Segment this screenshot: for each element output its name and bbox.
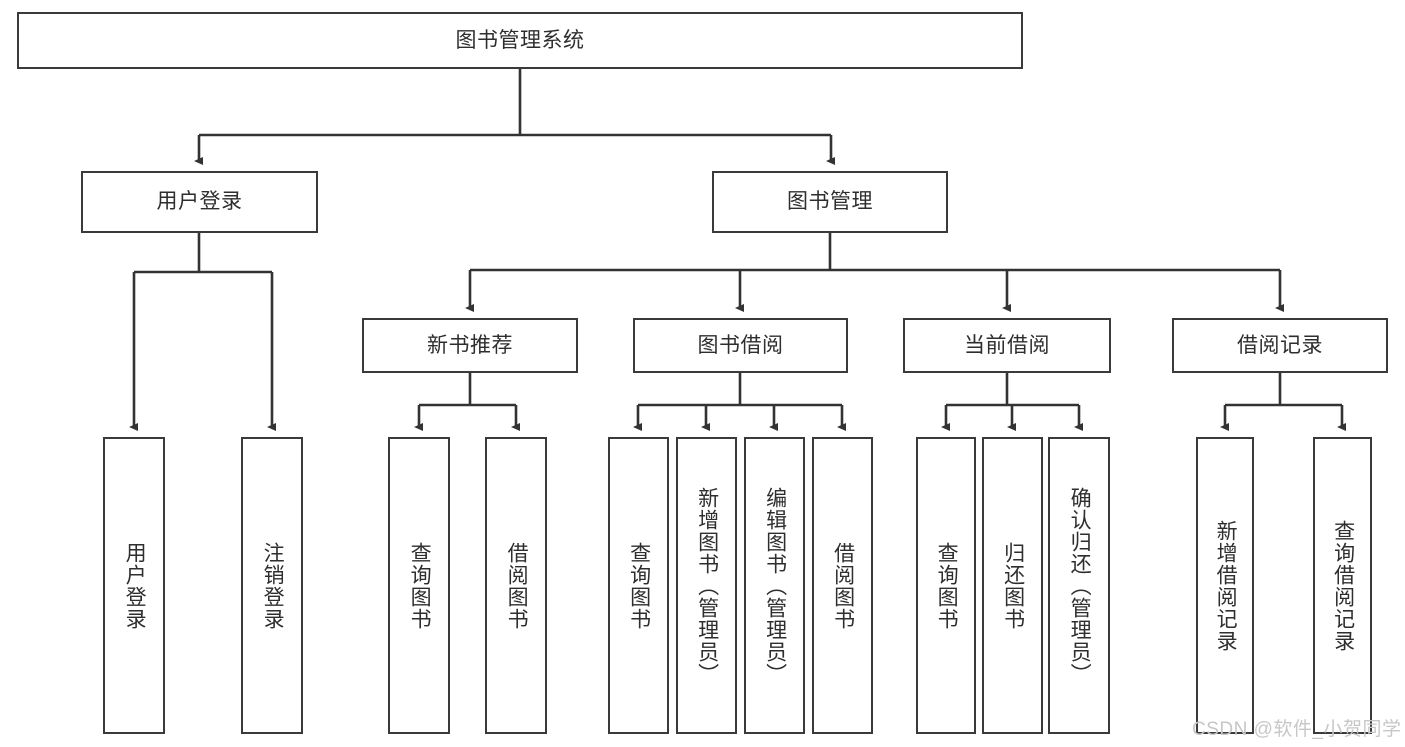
node-leaf-add-book-admin[interactable]: 新增图书（管理员） [676,437,737,734]
node-root-label: 图书管理系统 [455,28,585,52]
node-book-borrow-label: 图书借阅 [697,333,784,357]
node-book-borrow[interactable]: 图书借阅 [633,318,848,373]
node-borrow-record[interactable]: 借阅记录 [1172,318,1388,373]
node-current-borrow[interactable]: 当前借阅 [903,318,1111,373]
node-leaf-borrow-book-label: 借阅图书 [831,541,855,630]
node-user-login-label: 用户登录 [156,190,243,214]
node-leaf-confirm-return-admin-label: 确认归还（管理员） [1068,486,1092,685]
node-current-borrow-label: 当前借阅 [964,333,1050,357]
node-leaf-confirm-return-admin[interactable]: 确认归还（管理员） [1048,437,1110,734]
node-leaf-edit-book-admin-label: 编辑图书（管理员） [763,486,787,685]
node-new-book-recommend[interactable]: 新书推荐 [362,318,578,373]
node-leaf-user-login-label: 用户登录 [123,541,147,630]
node-leaf-borrow-book[interactable]: 借阅图书 [812,437,873,734]
node-leaf-query-borrow-record[interactable]: 查询借阅记录 [1313,437,1372,734]
node-leaf-query-book-current-label: 查询图书 [935,541,959,630]
node-leaf-query-book-borrow-label: 查询图书 [627,541,651,630]
node-leaf-query-borrow-record-label: 查询借阅记录 [1331,519,1355,652]
node-new-book-recommend-label: 新书推荐 [427,333,513,357]
node-leaf-add-borrow-record[interactable]: 新增借阅记录 [1196,437,1254,734]
node-leaf-logout-login-label: 注销登录 [261,541,285,630]
node-leaf-add-book-admin-label: 新增图书（管理员） [695,486,719,685]
node-leaf-query-book-recommend[interactable]: 查询图书 [388,437,450,734]
node-leaf-return-book-label: 归还图书 [1001,541,1025,630]
node-leaf-logout-login[interactable]: 注销登录 [241,437,303,734]
node-leaf-query-book-current[interactable]: 查询图书 [916,437,976,734]
node-leaf-edit-book-admin[interactable]: 编辑图书（管理员） [744,437,805,734]
node-leaf-borrow-book-recommend-label: 借阅图书 [505,541,529,630]
node-leaf-user-login[interactable]: 用户登录 [103,437,165,734]
node-leaf-add-borrow-record-label: 新增借阅记录 [1214,519,1238,652]
node-user-login[interactable]: 用户登录 [81,171,318,233]
node-leaf-return-book[interactable]: 归还图书 [982,437,1043,734]
node-borrow-record-label: 借阅记录 [1237,333,1323,357]
node-leaf-query-book-recommend-label: 查询图书 [408,541,432,630]
node-leaf-query-book-borrow[interactable]: 查询图书 [608,437,669,734]
watermark: CSDN @软件_小贺同学 [1192,719,1402,740]
node-leaf-borrow-book-recommend[interactable]: 借阅图书 [485,437,547,734]
node-book-manage-label: 图书管理 [787,190,873,214]
node-root[interactable]: 图书管理系统 [17,12,1023,69]
node-book-manage[interactable]: 图书管理 [712,171,948,233]
